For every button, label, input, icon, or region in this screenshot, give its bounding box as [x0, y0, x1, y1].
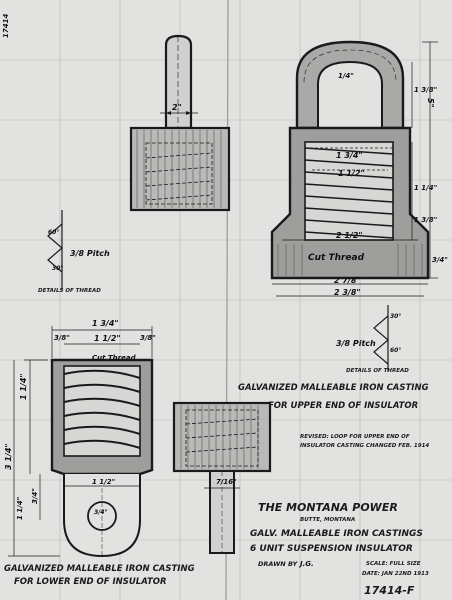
lower-height-d-dim: 1 1/4" — [16, 497, 24, 520]
corner-number: 17414 — [2, 14, 10, 38]
thread-left-angle-bottom: 30° — [52, 265, 63, 272]
thread-right-caption: DETAILS OF THREAD — [346, 368, 409, 374]
lower-inner-width-dim: 1 1/2" — [94, 334, 121, 343]
upper-height-c-dim: 1 3/8" — [414, 216, 437, 224]
lower-top-width-dim: 1 3/4" — [92, 319, 119, 328]
upper-casting-title-2: FOR UPPER END OF INSULATOR — [268, 401, 418, 411]
thread-left-angle-top: 60° — [48, 229, 59, 236]
thread-detail-left-drawing — [47, 210, 63, 290]
upper-height-a-dim: 5" — [426, 98, 435, 108]
lower-casting-side-view — [172, 401, 272, 554]
thread-right-pitch: 3/8 Pitch — [336, 339, 376, 348]
scale-text: SCALE: FULL SIZE — [366, 561, 421, 567]
thread-left-pitch: 3/8 Pitch — [70, 249, 110, 258]
upper-thread-top-dim: 1 3/4" — [336, 151, 363, 160]
lower-hole-dia-dim: 3/4" — [94, 509, 108, 516]
upper-loop-right-dim: 1 3/8" — [414, 86, 437, 94]
title-desc-2: 6 UNIT SUSPENSION INSULATOR — [250, 544, 413, 554]
upper-thread-mid-dim: 1 1/2" — [338, 169, 365, 178]
drawn-by-label: DRAWN BY — [258, 560, 299, 568]
thread-left-caption: DETAILS OF THREAD — [38, 288, 101, 294]
upper-casting-title-1: GALVANIZED MALLEABLE IRON CASTING — [238, 383, 429, 393]
revision-note-2: INSULATOR CASTING CHANGED FEB. 1914 — [300, 443, 429, 449]
upper-outer-base-dim: 2 7/8" — [334, 276, 361, 285]
date-text: DATE: JAN 22ND 1913 — [362, 571, 429, 577]
lower-height-c-dim: 3/4" — [31, 488, 39, 504]
lower-right-lip-dim: 3/8" — [140, 334, 156, 342]
lower-height-a-dim: 1 1/4" — [19, 373, 28, 400]
thread-right-angle-top: 30° — [390, 313, 401, 320]
lower-left-lip-dim: 3/8" — [54, 334, 70, 342]
upper-height-b-dim: 1 1/4" — [414, 184, 437, 192]
drawn-by-value: J.G. — [298, 560, 314, 568]
title-desc-1: GALV. MALLEABLE IRON CASTINGS — [250, 529, 423, 539]
company-city: BUTTE, MONTANA — [300, 517, 355, 523]
lower-casting-title-2: FOR LOWER END OF INSULATOR — [14, 577, 167, 587]
upper-loop-in-dim: 1/4" — [338, 72, 354, 80]
upper-thread-note: Cut Thread — [308, 253, 365, 263]
lower-eye-width-dim: 1 1/2" — [92, 478, 115, 486]
upper-casting-front-view — [270, 40, 438, 297]
drawing-number: 17414-F — [364, 584, 415, 597]
lower-casting-title-1: GALVANIZED MALLEABLE IRON CASTING — [4, 564, 195, 574]
lower-stem-dim: 7/16" — [216, 478, 237, 486]
lower-casting-front-view — [8, 326, 154, 558]
thread-right-angle-bottom: 60° — [390, 347, 401, 354]
upper-casting-side-view — [129, 34, 231, 212]
title-block: THE MONTANA POWER BUTTE, MONTANA GALV. M… — [250, 501, 429, 597]
lower-thread-note: Cut Thread — [92, 354, 137, 362]
upper-side-dim: 2" — [172, 103, 182, 112]
upper-height-d-dim: 3/4" — [432, 256, 448, 264]
upper-inner-base-dim: 2 1/2" — [336, 231, 363, 240]
revision-note-1: REVISED: LOOP FOR UPPER END OF — [300, 434, 410, 440]
upper-overall-dim: 2 3/8" — [334, 288, 361, 297]
lower-height-b-dim: 3 1/4" — [4, 443, 13, 470]
company-name: THE MONTANA POWER — [258, 501, 398, 514]
thread-detail-right-drawing — [373, 305, 389, 372]
